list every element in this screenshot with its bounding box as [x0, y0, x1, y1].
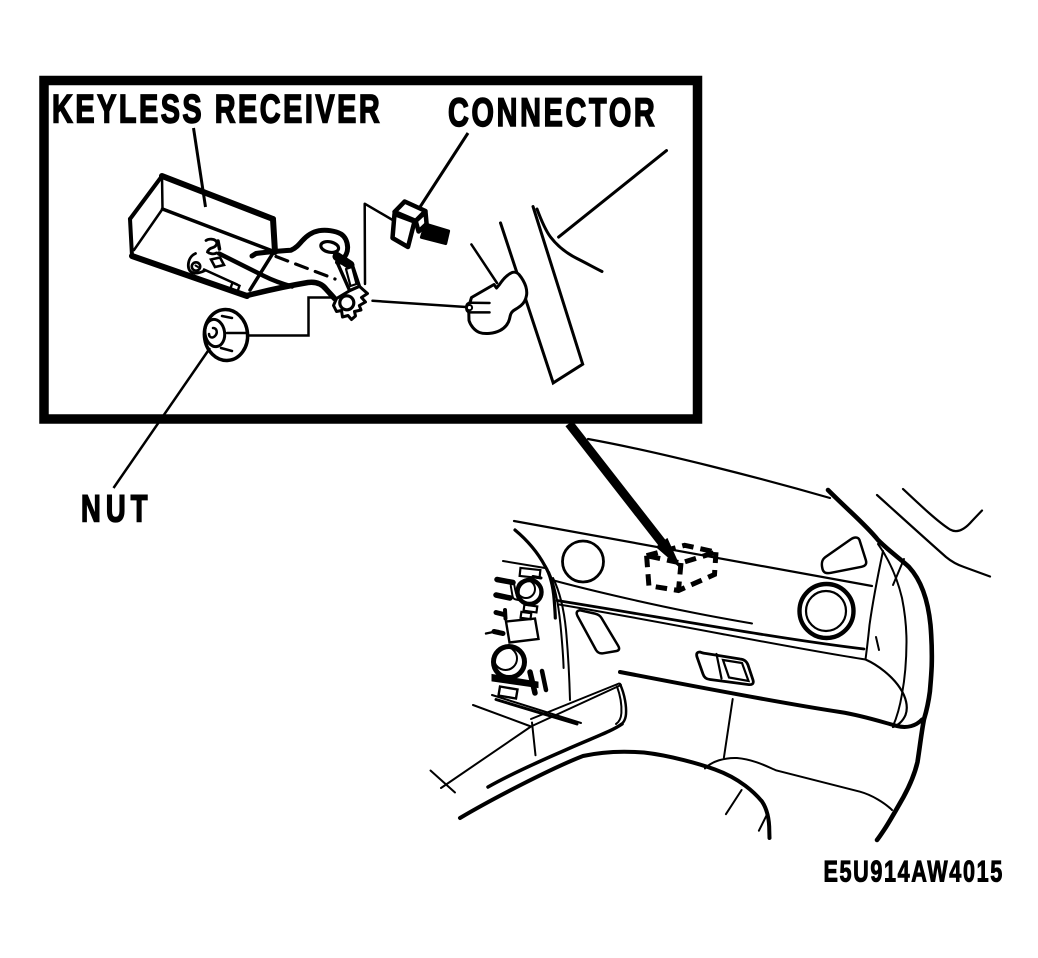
svg-text:KEYLESS RECEIVER: KEYLESS RECEIVER	[52, 88, 382, 132]
svg-text:NUT: NUT	[81, 489, 153, 531]
svg-text:E5U914AW4015: E5U914AW4015	[824, 856, 1004, 889]
svg-text:CONNECTOR: CONNECTOR	[448, 91, 657, 135]
